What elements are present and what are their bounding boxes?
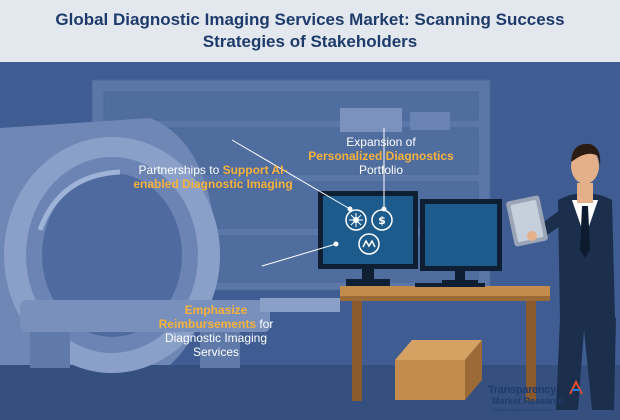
header-banner: Global Diagnostic Imaging Services Marke… [0,0,620,62]
shelf-box [410,112,450,130]
logo-tagline: A Right Portfolio, Accurate Results [492,407,553,412]
gear-network-icon [345,209,367,231]
room-floor [0,365,620,420]
hands-exchange-icon [358,233,380,255]
desk [340,286,550,401]
callout-ai-partnerships: Partnerships to Support AI-enabled Diagn… [118,163,308,191]
logo-line-1: Transparency [488,384,556,396]
company-logo: Transparency Market Research A Right Por… [488,380,584,414]
logo-mark-icon [569,380,583,395]
page-title: Global Diagnostic Imaging Services Marke… [55,10,565,51]
callout-highlight: Personalized Diagnostics [308,149,454,163]
svg-text:$: $ [378,214,386,227]
shelf-box [340,108,402,132]
callout-text: Portfolio [358,163,404,177]
callout-text: Partnerships to [138,163,223,177]
callout-text: for Diagnostic Imaging Services [164,317,274,359]
illustration-scene: $ Partner [0,62,620,420]
callout-lines [231,128,387,267]
logo-line-2: Market Research [492,396,565,406]
keyboard [415,283,485,287]
callout-highlight: Support AI-enabled Diagnostic Imaging [133,163,293,191]
monitor-left [318,191,418,286]
callout-text: Expansion of [346,135,416,149]
callout-reimbursements: Emphasize Reimbursements for Diagnostic … [146,303,286,359]
scene-artwork: $ [0,62,620,420]
cardboard-box [395,340,482,400]
callout-highlight: Emphasize Reimbursements [158,303,257,331]
mri-scanner [0,118,340,373]
businessman [506,143,616,410]
callout-personalized-diagnostics: Expansion of Personalized Diagnostics Po… [296,135,466,177]
